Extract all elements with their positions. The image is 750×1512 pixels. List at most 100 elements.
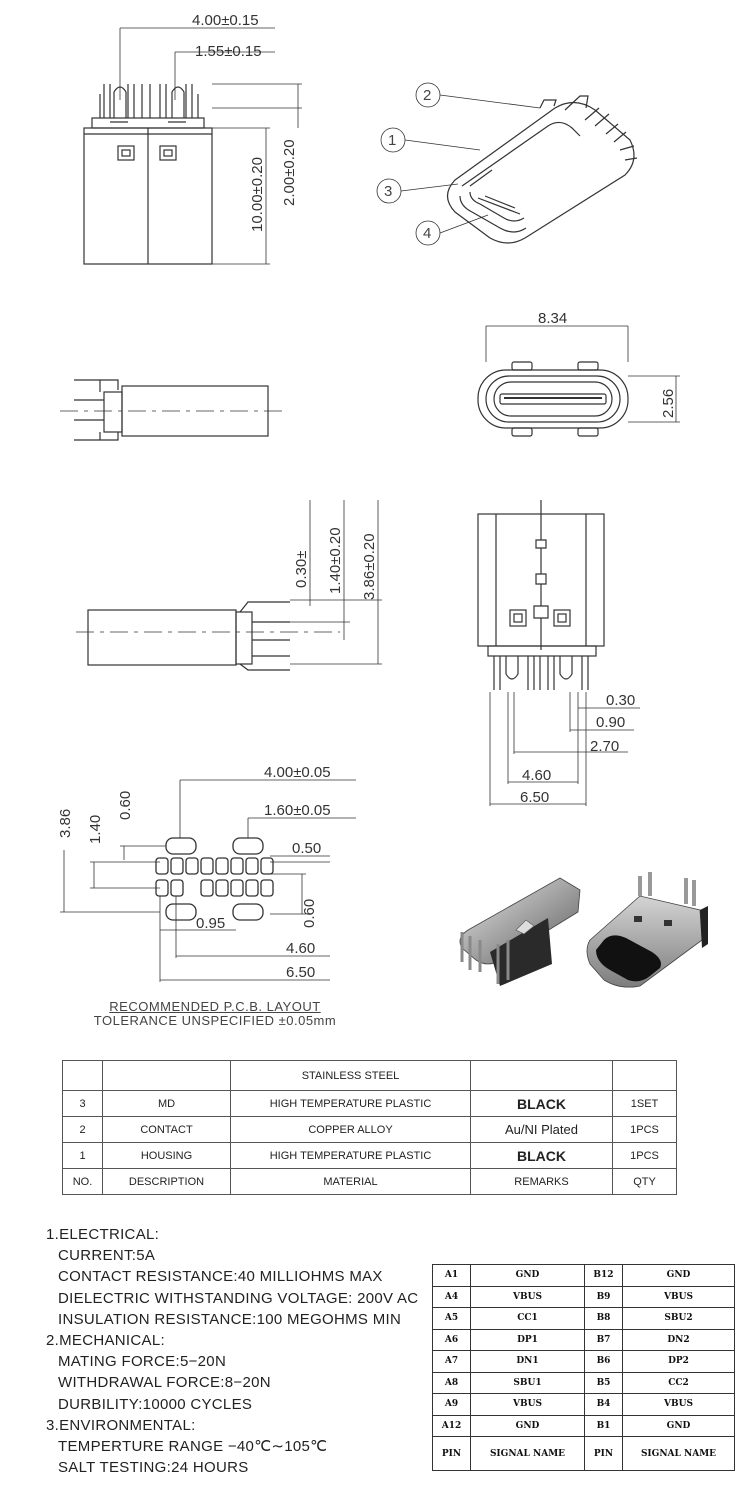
signal-name: CC1 bbox=[470, 1307, 585, 1330]
bom-col-remarks: REMARKS bbox=[470, 1168, 613, 1195]
bill-of-materials: STAINLESS STEEL 3 MD HIGH TEMPERATURE PL… bbox=[62, 1060, 677, 1195]
signal-name: DN2 bbox=[622, 1328, 735, 1351]
specification-notes: 1.ELECTRICAL: CURRENT:5A CONTACT RESISTA… bbox=[46, 1224, 418, 1478]
note-item: CURRENT:5A bbox=[58, 1247, 156, 1265]
front-view bbox=[83, 84, 213, 265]
signal-name: VBUS bbox=[470, 1285, 585, 1308]
signal-name: SBU1 bbox=[470, 1371, 585, 1394]
isometric-view bbox=[446, 95, 638, 244]
bom-cell bbox=[470, 1060, 613, 1091]
dim-pcb-650: 6.50 bbox=[286, 964, 315, 981]
bom-remarks: BLACK bbox=[470, 1142, 613, 1169]
pin-number: B7 bbox=[584, 1328, 623, 1351]
bom-desc: CONTACT bbox=[102, 1116, 231, 1143]
bom-row: 1 HOUSING HIGH TEMPERATURE PLASTIC BLACK… bbox=[62, 1142, 677, 1169]
pin-col-label: PIN bbox=[432, 1436, 471, 1471]
bom-remarks: BLACK bbox=[470, 1090, 613, 1117]
note-item: DURBILITY:10000 CYCLES bbox=[58, 1395, 253, 1413]
bom-qty: 1PCS bbox=[612, 1142, 677, 1169]
bom-no: 2 bbox=[62, 1116, 103, 1143]
signal-name: DP1 bbox=[470, 1328, 585, 1351]
pin-number: B4 bbox=[584, 1393, 623, 1416]
dim-end-height: 2.56 bbox=[660, 389, 677, 418]
dim-top-pitch: 1.55±0.15 bbox=[195, 43, 262, 60]
note-heading: 1.ELECTRICAL: bbox=[46, 1226, 160, 1243]
dim-pcb-060: 0.60 bbox=[117, 791, 134, 820]
side-view-2 bbox=[76, 601, 340, 671]
bom-desc: HOUSING bbox=[102, 1142, 231, 1169]
dim-pcb-460: 4.60 bbox=[286, 940, 315, 957]
signal-name: VBUS bbox=[470, 1393, 585, 1416]
bom-row-header: STAINLESS STEEL bbox=[62, 1060, 677, 1091]
product-photo-2 bbox=[586, 872, 708, 988]
dim-rear-090: 0.90 bbox=[596, 714, 625, 731]
pin-number: B1 bbox=[584, 1414, 623, 1437]
signal-name: VBUS bbox=[622, 1285, 735, 1308]
bom-material: COPPER ALLOY bbox=[230, 1116, 471, 1143]
dim-pcb-095: 0.95 bbox=[196, 915, 225, 932]
bom-cell bbox=[62, 1060, 103, 1091]
note-heading: 3.ENVIRONMENTAL: bbox=[46, 1416, 196, 1434]
bom-no: 3 bbox=[62, 1090, 103, 1117]
dim-pcb-160: 1.60±0.05 bbox=[264, 802, 331, 819]
dim-pcb-400: 4.00±0.05 bbox=[264, 764, 331, 781]
dim-height-top: 2.00±0.20 bbox=[281, 139, 298, 206]
pcb-layout bbox=[155, 837, 274, 921]
pin-number: B6 bbox=[584, 1350, 623, 1373]
bom-material: HIGH TEMPERATURE PLASTIC bbox=[230, 1142, 471, 1169]
pin-number: B12 bbox=[584, 1264, 623, 1287]
bom-col-no: NO. bbox=[62, 1168, 103, 1195]
note-item: WITHDRAWAL FORCE:8−20N bbox=[58, 1374, 271, 1392]
bom-material: HIGH TEMPERATURE PLASTIC bbox=[230, 1090, 471, 1117]
dim-side-140: 1.40±0.20 bbox=[327, 527, 344, 594]
bom-cell: STAINLESS STEEL bbox=[230, 1060, 471, 1091]
pin-number: A8 bbox=[432, 1371, 471, 1394]
note-heading: 2.MECHANICAL: bbox=[46, 1332, 165, 1350]
pin-number: A6 bbox=[432, 1328, 471, 1351]
end-view bbox=[477, 361, 629, 437]
balloon-1: 1 bbox=[388, 132, 396, 149]
signal-name: DP2 bbox=[622, 1350, 735, 1373]
signal-name: GND bbox=[470, 1264, 585, 1287]
note-item: TEMPERTURE RANGE −40℃∼105℃ bbox=[58, 1438, 328, 1456]
pin-number: A9 bbox=[432, 1393, 471, 1416]
dim-side-386: 3.86±0.20 bbox=[361, 533, 378, 600]
dim-rear-270: 2.70 bbox=[590, 738, 619, 755]
signal-col-label: SIGNAL NAME bbox=[622, 1436, 735, 1471]
bom-qty: 1SET bbox=[612, 1090, 677, 1117]
pin-number: A12 bbox=[432, 1414, 471, 1437]
pcb-layout-note: RECOMMENDED P.C.B. LAYOUT TOLERANCE UNSP… bbox=[80, 1000, 350, 1028]
note-item: INSULATION RESISTANCE:100 MEGOHMS MIN bbox=[58, 1310, 402, 1328]
side-view bbox=[60, 379, 285, 441]
dim-pcb-140: 1.40 bbox=[87, 815, 104, 844]
signal-name: GND bbox=[470, 1414, 585, 1437]
dim-pcb-050: 0.50 bbox=[292, 840, 321, 857]
bom-no: 1 bbox=[62, 1142, 103, 1169]
pin-number: B9 bbox=[584, 1285, 623, 1308]
balloon-4: 4 bbox=[423, 225, 431, 242]
note-item: CONTACT RESISTANCE:40 MILLIOHMS MAX bbox=[58, 1268, 383, 1286]
dim-pcb-386: 3.86 bbox=[57, 809, 74, 838]
pin-table-footer: PIN SIGNAL NAME PIN SIGNAL NAME bbox=[432, 1436, 735, 1471]
bom-row: 2 CONTACT COPPER ALLOY Au/NI Plated 1PCS bbox=[62, 1116, 677, 1143]
bom-col-qty: QTY bbox=[612, 1168, 677, 1195]
dim-rear-030: 0.30 bbox=[606, 692, 635, 709]
signal-name: CC2 bbox=[622, 1371, 735, 1394]
signal-name: VBUS bbox=[622, 1393, 735, 1416]
bom-remarks: Au/NI Plated bbox=[470, 1116, 613, 1143]
signal-name: GND bbox=[622, 1264, 735, 1287]
pin-number: A4 bbox=[432, 1285, 471, 1308]
pin-number: A5 bbox=[432, 1307, 471, 1330]
bom-qty: 1PCS bbox=[612, 1116, 677, 1143]
bom-col-desc: DESCRIPTION bbox=[102, 1168, 231, 1195]
pin-number: B5 bbox=[584, 1371, 623, 1394]
note-item: SALT TESTING:24 HOURS bbox=[58, 1459, 249, 1477]
note-item: MATING FORCE:5−20N bbox=[58, 1353, 227, 1371]
bom-desc: MD bbox=[102, 1090, 231, 1117]
